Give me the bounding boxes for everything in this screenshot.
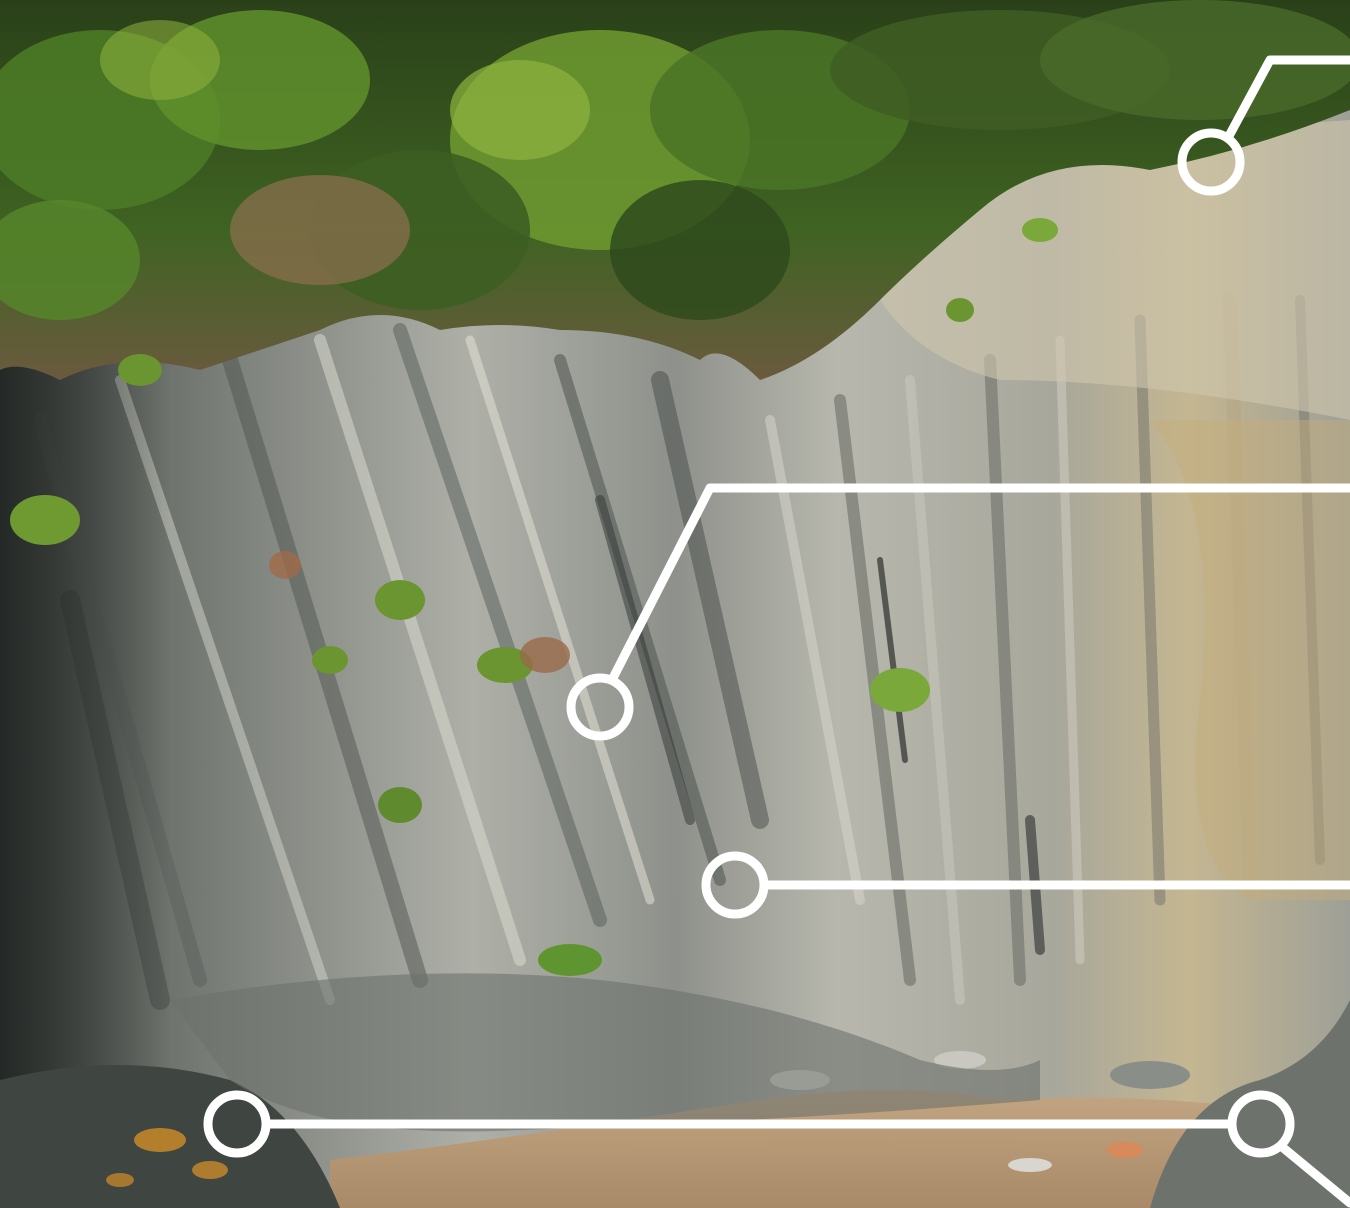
callout-upper-middle[interactable]	[566, 483, 1350, 741]
callout-leader-line	[1224, 55, 1350, 141]
callout-middle[interactable]	[701, 851, 1350, 919]
callout-leader-line	[607, 483, 1350, 685]
callout-ring-marker[interactable]	[1177, 128, 1245, 196]
callout-ring-marker[interactable]	[203, 1090, 271, 1158]
callout-bottom-right[interactable]	[1227, 1090, 1350, 1208]
callout-ring-marker[interactable]	[1227, 1090, 1295, 1158]
callout-ring-marker[interactable]	[701, 851, 769, 919]
callout-ring-marker[interactable]	[566, 673, 634, 741]
left-shadow	[0, 300, 170, 1208]
foliage-clusters	[0, 0, 1350, 320]
ochre-patch	[1150, 420, 1350, 900]
lichen-spots	[106, 1128, 228, 1187]
callout-top-right[interactable]	[1177, 55, 1350, 196]
grass-tufts	[10, 218, 1058, 976]
base-rock-ledge	[170, 973, 1040, 1132]
callout-bottom-left[interactable]	[203, 1090, 1236, 1158]
callout-leader-line	[1276, 1141, 1350, 1208]
